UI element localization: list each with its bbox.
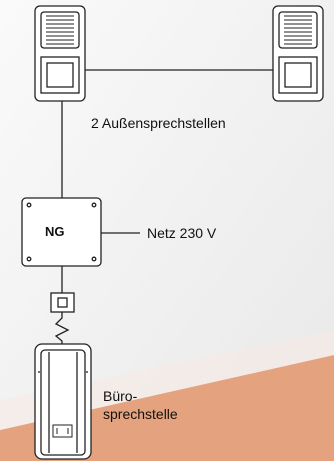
door-station-left-icon (34, 5, 86, 102)
office-station-label-line1: Büro- (103, 388, 138, 404)
connector-icon (50, 292, 75, 313)
power-supply-label: NG (45, 224, 65, 239)
handset-icon (34, 343, 92, 460)
power-supply-icon (21, 197, 102, 267)
door-station-right-icon (272, 5, 324, 102)
mains-label: Netz 230 V (147, 225, 217, 241)
office-station-label-line2: sprechstelle (103, 406, 178, 422)
outdoor-stations-label: 2 Außensprechstellen (91, 115, 226, 131)
spiral-cord-icon (54, 312, 70, 344)
